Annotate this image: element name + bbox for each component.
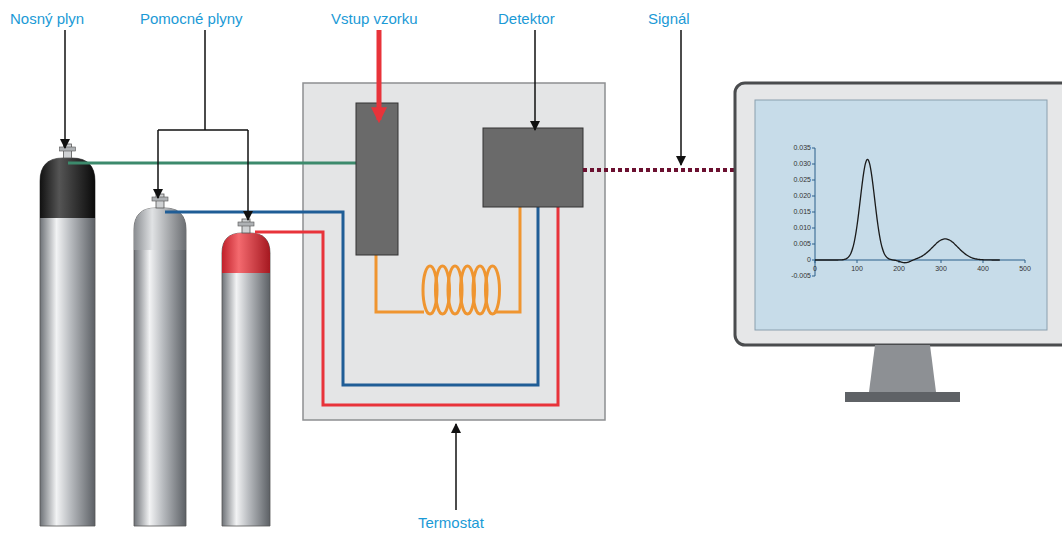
y-tick-label: 0.030 — [793, 160, 811, 168]
y-tick-label: 0.010 — [793, 224, 811, 232]
injector-block — [356, 103, 398, 255]
callout-label: Termostat — [418, 514, 484, 532]
leader-arrow — [64, 30, 66, 148]
y-tick-label: 0.035 — [793, 144, 811, 152]
gas-cylinder — [222, 233, 270, 526]
callout-label: Pomocné plyny — [140, 10, 243, 28]
monitor-screen — [755, 100, 1047, 330]
tick-mark — [812, 164, 815, 165]
y-tick-label: 0.020 — [793, 192, 811, 200]
x-tick-label: 300 — [935, 265, 947, 273]
leader-bracket — [158, 30, 248, 130]
thermostat-oven — [303, 83, 605, 420]
sample-inlet-arrow — [377, 30, 382, 120]
gas-cylinder — [40, 158, 95, 526]
y-tick-label: -0.005 — [791, 272, 811, 280]
leader-arrow — [247, 130, 249, 220]
cylinder-cap — [40, 158, 95, 218]
tick-mark — [941, 260, 942, 263]
column-tube — [376, 255, 424, 312]
tick-mark — [812, 212, 815, 213]
coil-winding — [486, 266, 500, 314]
carrier-gas-line — [68, 162, 356, 165]
tick-mark — [812, 196, 815, 197]
signal-line — [583, 168, 735, 172]
leader-arrow — [680, 30, 682, 165]
x-tick-label: 200 — [893, 265, 905, 273]
monitor-frame — [735, 83, 1062, 345]
leader-arrow — [534, 30, 536, 130]
tick-mark — [857, 260, 858, 263]
y-tick-label: 0.005 — [793, 240, 811, 248]
y-tick-label: 0 — [807, 256, 811, 264]
cylinder-valve — [60, 147, 76, 151]
leader-arrow — [157, 130, 159, 198]
detector-block — [483, 128, 583, 207]
cylinder-cap — [222, 233, 270, 273]
gas-cylinder — [134, 208, 186, 526]
tick-mark — [812, 148, 815, 149]
monitor-stand — [869, 345, 936, 392]
tick-mark — [812, 244, 815, 245]
y-tick-label: 0.025 — [793, 176, 811, 184]
x-tick-label: 0 — [813, 265, 817, 273]
callout-label: Nosný plyn — [10, 10, 84, 28]
y-tick-label: 0.015 — [793, 208, 811, 216]
x-tick-label: 100 — [851, 265, 863, 273]
x-tick-label: 400 — [977, 265, 989, 273]
cylinder-valve — [238, 222, 254, 226]
chromatogram — [812, 148, 1025, 276]
chromatogram-trace — [815, 159, 1000, 262]
tick-mark — [983, 260, 984, 263]
auxiliary-gas-line — [255, 207, 558, 405]
tick-mark — [812, 180, 815, 181]
auxiliary-gas-line — [165, 207, 538, 385]
cylinder-cap — [134, 208, 186, 250]
x-tick-label: 500 — [1019, 265, 1031, 273]
leader-arrow — [455, 424, 457, 510]
callout-label: Detektor — [498, 10, 555, 28]
tick-mark — [812, 276, 815, 277]
cylinder-valve — [152, 197, 168, 201]
callout-label: Vstup vzorku — [331, 10, 418, 28]
callout-label: Signál — [648, 10, 690, 28]
gas-cylinders — [40, 144, 270, 526]
tick-mark — [812, 228, 815, 229]
monitor-base — [845, 392, 960, 402]
tick-mark — [1025, 260, 1026, 263]
